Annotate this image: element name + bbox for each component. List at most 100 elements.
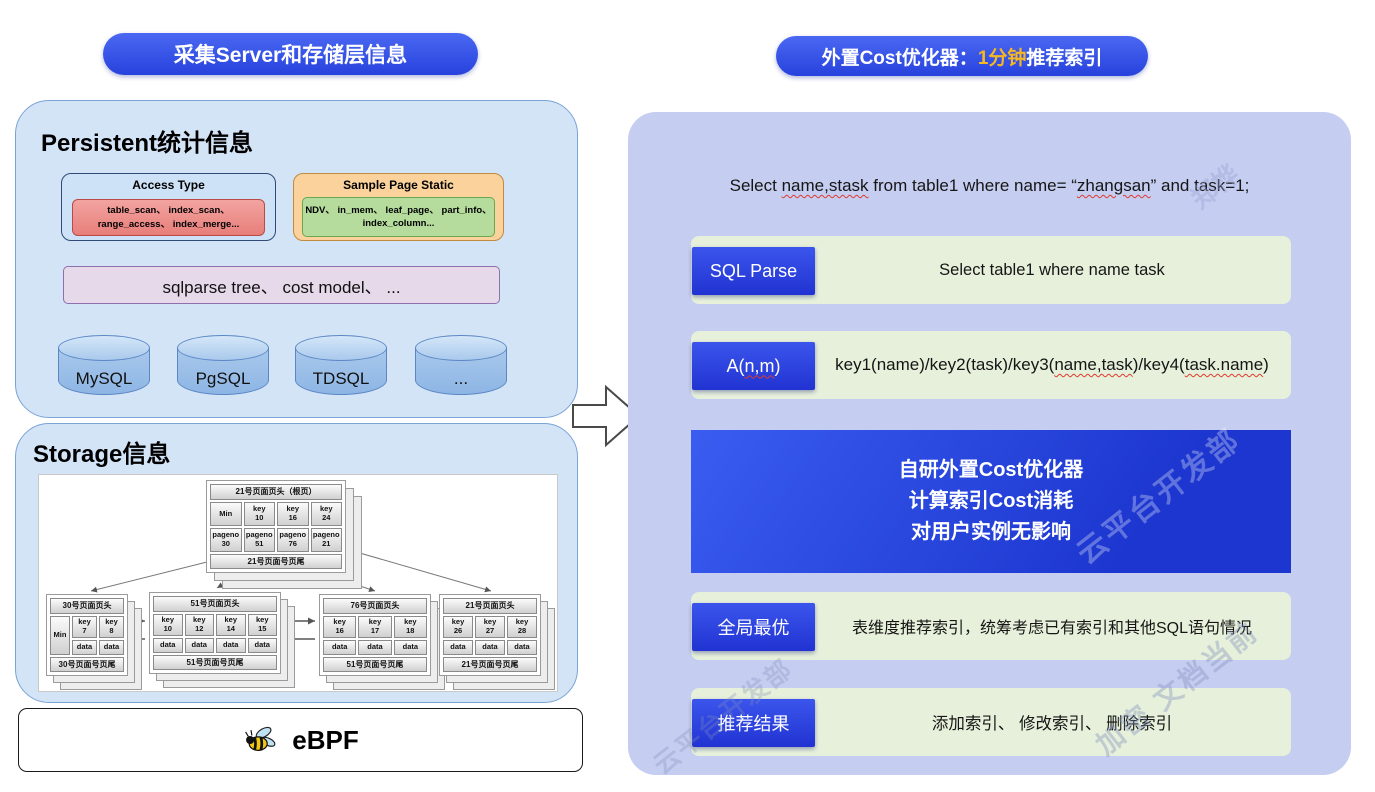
pageno-cell: pageno 21 [310, 528, 342, 552]
step-row-sql-parse: SQL Parse Select table1 where name task [691, 236, 1291, 304]
data-cell: data [475, 640, 505, 655]
right-title-highlight: 1分钟 [977, 47, 1027, 69]
btree-leaf-node-76: 76号页面页头 key 16 key 17 key 18 data data d… [319, 594, 445, 690]
ebpf-box: eBPF [18, 708, 583, 772]
highlight-line: 计算索引Cost消耗 [908, 490, 1074, 512]
sql-part: from table1 where name= “ [868, 176, 1077, 195]
key-part-underlined: task.name [1184, 355, 1264, 374]
right-title-suffix: 推荐索引 [1026, 47, 1103, 69]
key-cell: key 10 [153, 614, 183, 636]
step-text: 表维度推荐索引，统筹考虑已有索引和其他SQL语句情况 [851, 620, 1253, 637]
sql-query-text: Select name,stask from table1 where name… [628, 176, 1351, 196]
data-cell: data [72, 640, 97, 655]
btree-leaf-node-30: 30号页面页头 Min key 7 key 8 data data 30号页面号… [46, 594, 142, 690]
cost-optimizer-panel: Select name,stask from table1 where name… [628, 112, 1351, 780]
key-cell: key 12 [184, 614, 214, 636]
key-cell: key 14 [216, 614, 246, 636]
pageno-cell: pageno 76 [277, 528, 309, 552]
key-cell: Min [210, 502, 242, 526]
db-cylinder-tdsql: TDSQL [295, 335, 387, 395]
label-part: A( [726, 355, 745, 376]
db-label: ... [453, 369, 469, 388]
db-label: TDSQL [312, 369, 370, 388]
key-cell: key 7 [72, 616, 97, 638]
sample-page-items: NDV、 in_mem、 leaf_page、 part_info、 index… [302, 197, 495, 237]
key-part: key1(name)/key2(task)/key3( [835, 355, 1055, 374]
page-footer: 21号页面号页尾 [443, 657, 537, 672]
step-text: key1(name)/key2(task)/key3(name,task)/ke… [821, 331, 1283, 399]
data-cell: data [184, 638, 214, 653]
sample-page-box: Sample Page Static NDV、 in_mem、 leaf_pag… [293, 173, 504, 241]
page-footer: 51号页面号页尾 [153, 655, 277, 670]
key-cell: key 24 [310, 502, 342, 526]
page-header: 76号页面页头 [323, 598, 427, 614]
key-cell: key 10 [243, 502, 275, 526]
key-cell: key 15 [247, 614, 277, 636]
left-title-text: 采集Server和存储层信息 [173, 44, 408, 67]
step-label-recommend-result: 推荐结果 [692, 699, 815, 747]
key-part: ) [1263, 355, 1269, 374]
page-header: 21号页面页头 [443, 598, 537, 614]
sql-part: ” and task=1; [1150, 176, 1250, 195]
db-label: PgSQL [195, 369, 251, 388]
label-part: ) [774, 355, 781, 376]
pageno-cell: pageno 51 [243, 528, 275, 552]
access-type-items: table_scan、 index_scan、 range_access、 in… [72, 199, 265, 236]
access-type-title: Access Type [132, 178, 205, 192]
data-cell: data [247, 638, 277, 653]
db-label: MySQL [75, 369, 133, 388]
key-cell: key 16 [323, 616, 357, 638]
page-footer: 51号页面号页尾 [323, 657, 427, 672]
persistent-heading: Persistent统计信息 [41, 130, 254, 157]
cylinder-top [295, 335, 387, 361]
db-cylinder-pgsql: PgSQL [177, 335, 269, 395]
persistent-stats-panel: Persistent统计信息 Access Type table_scan、 i… [15, 100, 578, 418]
ebpf-label: eBPF [292, 724, 359, 755]
pageno-cell: pageno 30 [210, 528, 242, 552]
flow-arrow-icon [572, 384, 641, 448]
data-cell: data [323, 640, 357, 655]
step-text: Select table1 where name task [939, 260, 1165, 279]
left-title-pill: 采集Server和存储层信息 [103, 33, 478, 75]
cylinder-top [58, 335, 150, 361]
key-part: )/key4( [1132, 355, 1185, 374]
data-cell: data [358, 640, 392, 655]
data-cell: data [153, 638, 183, 653]
data-cell: data [393, 640, 427, 655]
key-cell: key 16 [277, 502, 309, 526]
cost-optimizer-highlight-box: 自研外置Cost优化器 计算索引Cost消耗 对用户实例无影响 [691, 430, 1291, 573]
db-cylinder-other: ... [415, 335, 507, 395]
step-label-global-optimal: 全局最优 [692, 603, 815, 651]
sqlparse-cost-box: sqlparse tree、 cost model、 ... [63, 266, 500, 304]
page-header: 21号页面页头（根页） [210, 484, 342, 500]
right-title-pill: 外置Cost优化器：1分钟推荐索引 [776, 36, 1148, 76]
step-label-sql-parse: SQL Parse [692, 247, 815, 295]
highlight-line: 对用户实例无影响 [911, 521, 1071, 543]
step-label-anm: A(n,m) [692, 342, 815, 390]
key-cell: key 26 [443, 616, 473, 638]
key-cell: key 17 [358, 616, 392, 638]
key-cell: key 18 [393, 616, 427, 638]
db-cylinder-mysql: MySQL [58, 335, 150, 395]
data-cell: data [99, 640, 124, 655]
label-part-underlined: n,m [744, 355, 775, 376]
step-row-global-optimal: 全局最优 表维度推荐索引，统筹考虑已有索引和其他SQL语句情况 [691, 592, 1291, 660]
cylinder-top [177, 335, 269, 361]
key-cell: key 28 [507, 616, 537, 638]
page-header: 51号页面页头 [153, 596, 277, 612]
access-type-box: Access Type table_scan、 index_scan、 rang… [61, 173, 276, 241]
right-title-prefix: 外置Cost优化器： [821, 47, 978, 69]
key-cell: key 27 [475, 616, 505, 638]
sql-part: Select [729, 176, 782, 195]
btree-leaf-node-21: 21号页面页头 key 26 key 27 key 28 data data d… [439, 594, 555, 690]
step-row-candidates: A(n,m) key1(name)/key2(task)/key3(name,t… [691, 331, 1291, 399]
data-cell: data [507, 640, 537, 655]
data-cell: data [216, 638, 246, 653]
bee-icon [245, 726, 276, 751]
sql-part-underlined: name,stask [781, 176, 869, 195]
step-row-recommend-result: 推荐结果 添加索引、 修改索引、 删除索引 [691, 688, 1291, 756]
page-header: 30号页面页头 [50, 598, 124, 614]
sql-part-underlined: zhangsan [1076, 176, 1151, 195]
btree-leaf-node-51: 51号页面页头 key 10 key 12 key 14 key 15 data… [149, 592, 295, 688]
